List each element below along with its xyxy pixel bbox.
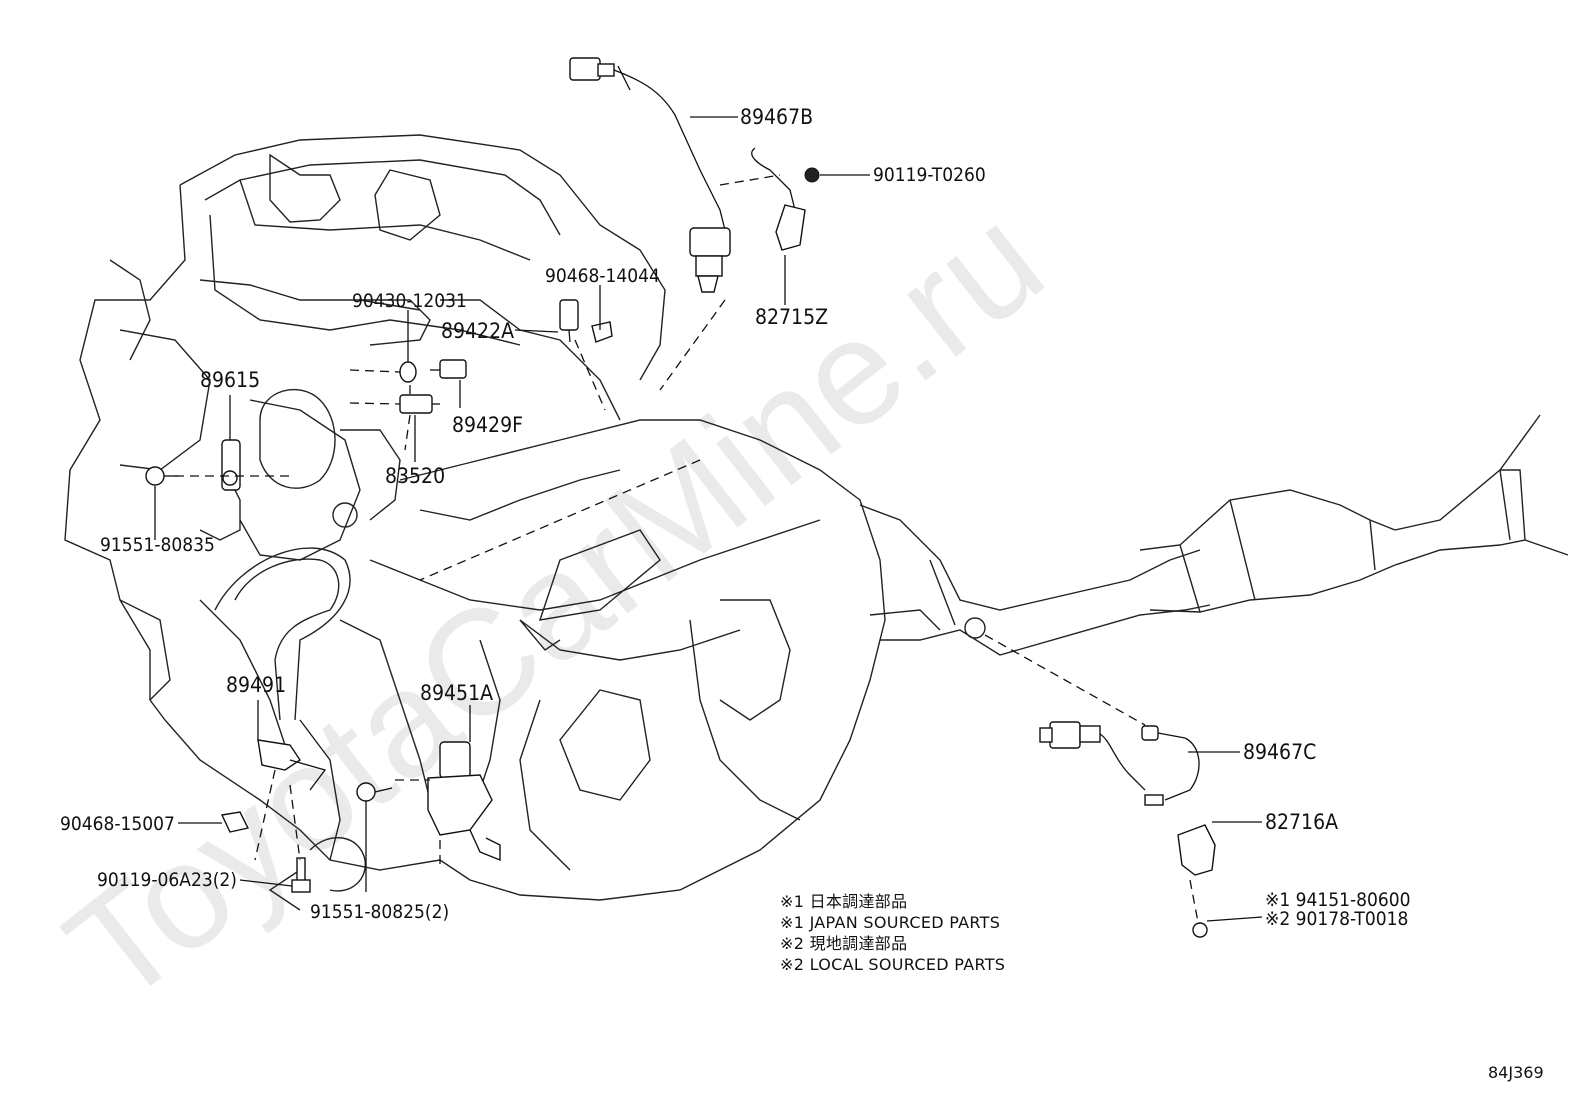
label-90119-06A23: 90119-06A23(2) <box>97 869 237 891</box>
note-line: ※2 現地調達部品 <box>780 934 907 953</box>
part-labels: 89467B 90119-T0260 82715Z 90468-14044 90… <box>60 105 1411 930</box>
exhaust-pipe-drawing <box>859 414 1569 656</box>
label-82715Z: 82715Z <box>755 305 828 329</box>
note-line: ※1 JAPAN SOURCED PARTS <box>780 913 1000 932</box>
reference-code: 84J369 <box>1488 1063 1544 1082</box>
label-90119-T0260: 90119-T0260 <box>873 164 986 186</box>
label-90430-12031: 90430-12031 <box>352 290 467 312</box>
part-bolt-90119-06A23 <box>291 857 311 893</box>
note-line: ※2 LOCAL SOURCED PARTS <box>780 955 1005 974</box>
watermark: ToyotaCarMine.ru <box>36 174 1072 1035</box>
part-clamp-90468-15007 <box>220 811 250 833</box>
label-83520: 83520 <box>385 464 445 488</box>
part-bracket-82716A <box>1177 824 1216 876</box>
part-nut-94151 <box>1192 922 1208 938</box>
label-89491: 89491 <box>226 673 286 697</box>
assembly-dashed-lines <box>175 174 1199 923</box>
part-bolt-91551-80835 <box>145 466 178 486</box>
label-89467C: 89467C <box>1243 740 1316 764</box>
label-89467B: 89467B <box>740 105 813 129</box>
part-sensor-89429F <box>430 359 467 379</box>
label-89422A: 89422A <box>441 319 514 343</box>
part-knock-sensor-89615 <box>221 439 241 491</box>
label-89615: 89615 <box>200 368 260 392</box>
label-91551-80835: 91551-80835 <box>100 534 215 556</box>
part-bracket-82715Z <box>751 147 820 251</box>
sourcing-notes: ※1 日本調達部品 ※1 JAPAN SOURCED PARTS ※2 現地調達… <box>780 892 1005 974</box>
label-89429F: 89429F <box>452 413 523 437</box>
label-91551-80825: 91551-80825(2) <box>310 901 449 923</box>
part-sensor-83520 <box>399 394 440 414</box>
part-sensor-89491 <box>257 739 327 791</box>
label-82716A: 82716A <box>1265 810 1338 834</box>
label-90468-14044: 90468-14044 <box>545 265 660 287</box>
note-line: ※1 日本調達部品 <box>780 892 907 911</box>
leader-lines <box>154 116 1263 922</box>
part-sensor-89422A <box>559 299 613 343</box>
part-oxygen-sensor-lower <box>1039 721 1200 806</box>
label-89451A: 89451A <box>420 681 493 705</box>
part-switch-89451A <box>427 741 501 862</box>
part-bolt-91551-80825 <box>356 782 393 802</box>
part-oxygen-sensor-upper <box>569 57 731 293</box>
label-90178-T0018: ※2 90178-T0018 <box>1265 908 1408 930</box>
label-94151-80600: ※1 94151-80600 <box>1265 889 1411 911</box>
part-gasket-90430 <box>399 361 417 383</box>
label-90468-15007: 90468-15007 <box>60 813 175 835</box>
